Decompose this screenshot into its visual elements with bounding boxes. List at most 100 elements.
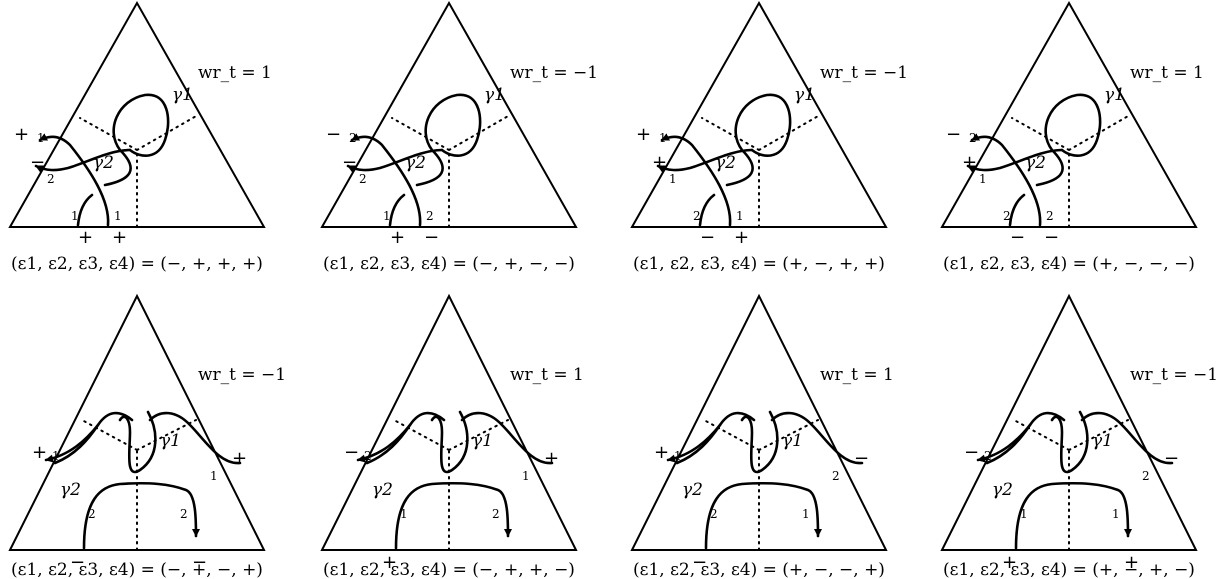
epsilon-caption: (ε1, ε2, ε3, ε4) = (−, +, +, +) bbox=[11, 254, 263, 274]
index-bottom-left: 2 bbox=[710, 507, 718, 521]
index-right: 1 bbox=[522, 469, 530, 483]
index-bottom-left: 2 bbox=[88, 507, 96, 521]
gamma2-label: γ2 bbox=[372, 480, 393, 500]
strand-left-arrow bbox=[976, 423, 1032, 463]
triangle-diagram bbox=[630, 1, 888, 229]
triangle-diagram bbox=[320, 1, 578, 229]
strand-gamma2 bbox=[660, 133, 732, 227]
sign-lower: + bbox=[652, 152, 667, 173]
sign-lower: − bbox=[30, 152, 45, 173]
index-upper: 2 bbox=[969, 131, 977, 145]
gamma2-label: γ2 bbox=[1025, 153, 1046, 173]
wr-label: wr_t = 1 bbox=[1130, 63, 1204, 83]
index-left: 1 bbox=[674, 449, 682, 463]
sign-bottom-right: − bbox=[424, 227, 439, 248]
strand-gamma1 bbox=[656, 148, 754, 173]
epsilon-caption: (ε1, ε2, ε3, ε4) = (+, −, +, +) bbox=[633, 254, 885, 274]
wr-label: wr_t = 1 bbox=[198, 63, 272, 83]
sign-bottom-right: − bbox=[1044, 227, 1059, 248]
index-upper: 2 bbox=[349, 131, 357, 145]
sign-upper: + bbox=[14, 124, 29, 145]
sign-bottom-left: − bbox=[700, 227, 715, 248]
index-lower: 1 bbox=[669, 172, 677, 186]
sign-bottom-right: + bbox=[734, 227, 749, 248]
strand-left-arrow bbox=[666, 423, 722, 463]
sign-right: − bbox=[854, 448, 869, 469]
epsilon-caption: (ε1, ε2, ε3, ε4) = (+, −, −, +) bbox=[633, 560, 885, 579]
index-bottom-left: 1 bbox=[1020, 507, 1028, 521]
index-left: 2 bbox=[364, 449, 372, 463]
index-lower: 1 bbox=[979, 172, 987, 186]
sign-upper: + bbox=[636, 124, 651, 145]
index-bottom-right: 2 bbox=[492, 507, 500, 521]
gamma1-label: γ1 bbox=[1092, 431, 1113, 451]
sign-bottom-left: − bbox=[1010, 227, 1025, 248]
sign-lower: + bbox=[962, 152, 977, 173]
sign-left: + bbox=[654, 442, 669, 463]
index-bottom-right: 2 bbox=[426, 209, 434, 223]
index-bottom-left: 2 bbox=[1003, 209, 1011, 223]
sign-bottom-left: + bbox=[390, 227, 405, 248]
strand-gamma1 bbox=[34, 148, 132, 173]
epsilon-caption: (ε1, ε2, ε3, ε4) = (+, −, +, −) bbox=[943, 560, 1195, 579]
index-bottom-right: 1 bbox=[114, 209, 122, 223]
strand-short bbox=[76, 193, 94, 227]
index-right: 1 bbox=[210, 469, 218, 483]
gamma2-label: γ2 bbox=[405, 153, 426, 173]
triangle-diagram bbox=[940, 294, 1198, 552]
gamma1-label: γ1 bbox=[794, 85, 815, 105]
index-bottom-right: 2 bbox=[180, 507, 188, 521]
index-lower: 2 bbox=[359, 172, 367, 186]
index-bottom-left: 1 bbox=[383, 209, 391, 223]
index-bottom-right: 1 bbox=[1112, 507, 1120, 521]
triangle-diagram bbox=[320, 294, 578, 552]
wr-label: wr_t = 1 bbox=[820, 365, 894, 385]
sign-bottom-left: + bbox=[78, 227, 93, 248]
index-upper: 1 bbox=[659, 131, 667, 145]
strand-gamma1 bbox=[966, 148, 1064, 173]
wr-label: wr_t = −1 bbox=[198, 365, 286, 385]
gamma1-label: γ1 bbox=[472, 431, 493, 451]
gamma2-label: γ2 bbox=[715, 153, 736, 173]
sign-right: + bbox=[232, 448, 247, 469]
gamma2-label: γ2 bbox=[93, 153, 114, 173]
index-left: 1 bbox=[52, 449, 60, 463]
strand-short bbox=[698, 193, 716, 227]
triangle-diagram bbox=[630, 294, 888, 552]
index-right: 2 bbox=[832, 469, 840, 483]
strand-gamma1 bbox=[346, 148, 444, 173]
wr-label: wr_t = 1 bbox=[510, 365, 584, 385]
index-lower: 2 bbox=[47, 172, 55, 186]
strand-bottom bbox=[394, 481, 512, 550]
sign-bottom-left: − bbox=[70, 552, 85, 573]
sign-left: − bbox=[344, 442, 359, 463]
gamma1-label: γ1 bbox=[160, 431, 181, 451]
sign-left: + bbox=[32, 442, 47, 463]
epsilon-caption: (ε1, ε2, ε3, ε4) = (−, +, +, −) bbox=[323, 560, 575, 579]
strand-left-arrow bbox=[356, 423, 412, 463]
sign-upper: − bbox=[946, 124, 961, 145]
sign-bottom-right: + bbox=[1124, 552, 1139, 573]
index-bottom-left: 2 bbox=[693, 209, 701, 223]
sign-bottom-left: + bbox=[1002, 552, 1017, 573]
gamma2-label: γ2 bbox=[992, 480, 1013, 500]
strand-gamma2 bbox=[38, 133, 110, 227]
strand-short bbox=[388, 193, 406, 227]
strand-gamma2 bbox=[970, 133, 1042, 227]
sign-bottom-right: + bbox=[112, 227, 127, 248]
triangle-diagram bbox=[8, 294, 266, 552]
strand-bottom bbox=[1014, 481, 1132, 550]
gamma1-label: γ1 bbox=[484, 85, 505, 105]
sign-lower: − bbox=[342, 152, 357, 173]
epsilon-caption: (ε1, ε2, ε3, ε4) = (+, −, −, −) bbox=[943, 254, 1195, 274]
epsilon-caption: (ε1, ε2, ε3, ε4) = (−, +, −, +) bbox=[11, 560, 263, 579]
triangle-diagram bbox=[8, 1, 266, 229]
index-right: 2 bbox=[1142, 469, 1150, 483]
strand-short bbox=[1008, 193, 1026, 227]
